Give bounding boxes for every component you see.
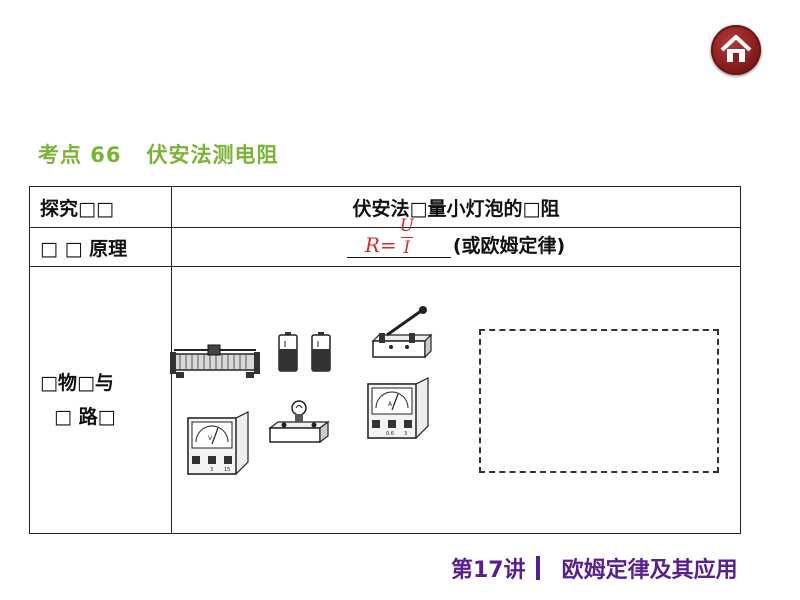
formula: R= U I (364, 218, 414, 258)
formula-lhs: R= (364, 232, 397, 257)
fraction: U I (400, 218, 414, 258)
lesson-label: 第17讲 (451, 558, 526, 583)
voltmeter-icon: V 3 15 (187, 411, 249, 475)
svg-text:3: 3 (404, 431, 407, 437)
table-row: □ □ 原理 R= U I (或欧姆定律) (29, 218, 741, 267)
row-content: 伏安法□量小灯泡的□阻 (171, 186, 741, 228)
row-label: □物□与 □ 路□ (29, 266, 172, 534)
fraction-bar (400, 237, 413, 238)
battery-icon (278, 332, 298, 372)
home-button[interactable] (711, 25, 761, 75)
row-label-line: □ 路□ (54, 406, 116, 428)
circuit-diagram-box (479, 329, 719, 473)
svg-text:15: 15 (224, 467, 230, 473)
svg-text:A: A (388, 401, 393, 408)
topic-label: 欧姆定律及其应用 (561, 558, 738, 583)
svg-text:3: 3 (210, 467, 213, 473)
formula-numerator: U (399, 216, 414, 236)
footer-separator (535, 556, 540, 580)
switch-icon (371, 306, 433, 359)
row-content: R= U I (或欧姆定律) (171, 218, 741, 267)
answer-blank: R= U I (346, 218, 451, 258)
principle-suffix: (或欧姆定律) (452, 235, 566, 257)
svg-text:0.6: 0.6 (386, 431, 394, 437)
row-label: □ □ 原理 (29, 227, 172, 267)
row-label-line: □物□与 (40, 372, 114, 394)
ammeter-icon: A 0.6 3 (367, 377, 429, 439)
home-icon (720, 35, 752, 62)
section-title: 考点 66 伏安法测电阻 (38, 143, 279, 167)
rheostat-icon (170, 344, 260, 378)
formula-denominator: I (403, 238, 411, 258)
table-row: □物□与 □ 路□ (29, 266, 741, 534)
table-row: 探究□□ 伏安法□量小灯泡的□阻 (29, 186, 741, 228)
footer: 第17讲 欧姆定律及其应用 (451, 552, 738, 584)
bulb-icon (268, 400, 330, 444)
equipment-cell (171, 266, 741, 534)
experiment-table: 探究□□ 伏安法□量小灯泡的□阻 □ □ 原理 R= U I (或欧姆定律) (29, 186, 741, 534)
row-label: 探究□□ (29, 186, 172, 228)
svg-text:V: V (208, 435, 213, 442)
battery-icon (311, 332, 331, 372)
